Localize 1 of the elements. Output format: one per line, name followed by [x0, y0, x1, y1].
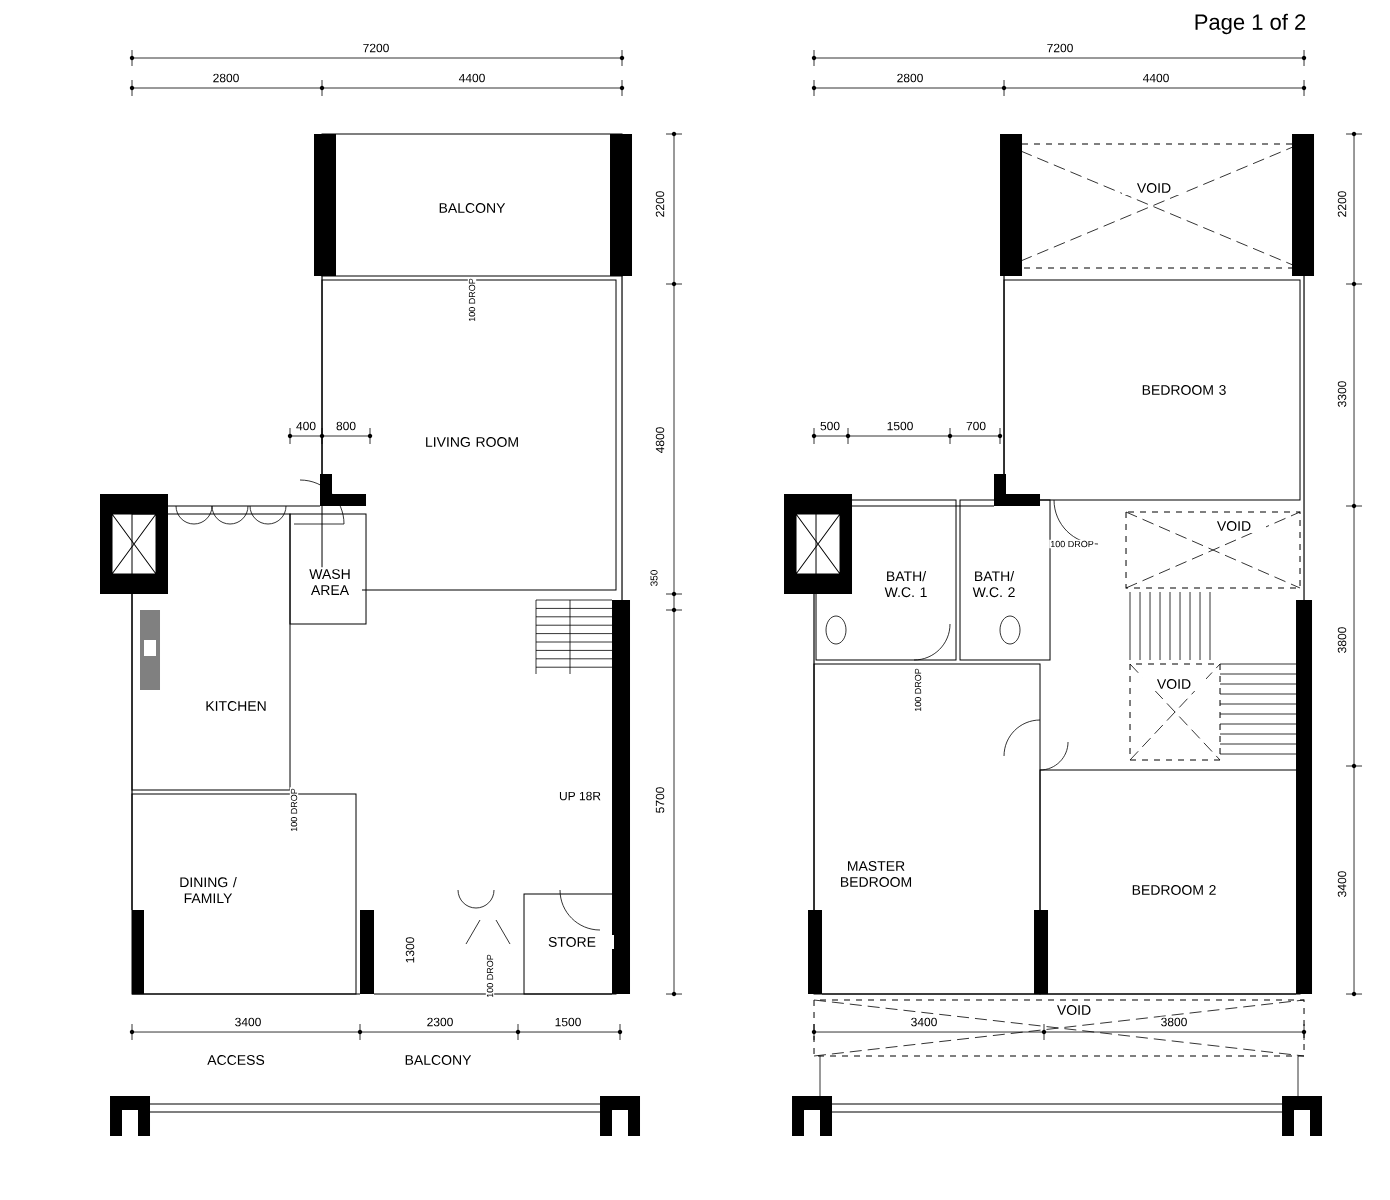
page-number: Page 1 of 2: [1192, 12, 1308, 36]
